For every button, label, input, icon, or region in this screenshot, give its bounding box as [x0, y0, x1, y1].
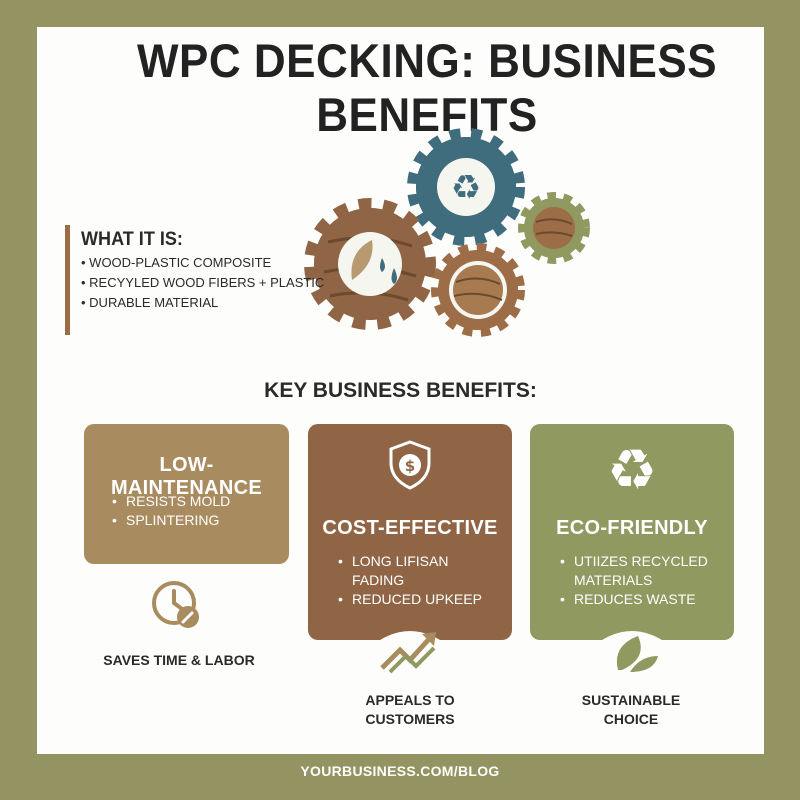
what-it-is-item: WOOD-PLASTIC COMPOSITE [81, 255, 324, 270]
footer-url: YOURBUSINESS.COM/BLOG [300, 763, 500, 779]
clock-wrench-icon [152, 581, 199, 628]
benefit-card-eco-friendly: ♻ ECO-FRIENDLY UTIIZES RECYCLED MATERIAL… [530, 424, 734, 640]
benefit-caption: APPEALS TO CUSTOMERS [365, 692, 455, 727]
green-gear-icon [518, 192, 590, 264]
benefit-list: RESISTS MOLD SPLINTERING [112, 492, 230, 530]
benefit-item: REDUCES WASTE [560, 590, 725, 609]
what-it-is-accent-bar [65, 225, 70, 335]
trend-arrows-icon [360, 631, 460, 678]
benefit-card-cost-effective: $ COST-EFFECTIVE LONG LIFISAN FADING RED… [308, 424, 512, 640]
svg-text:♻: ♻ [607, 439, 657, 497]
wood-gear-small-icon [431, 243, 525, 337]
benefit-item: UTIIZES RECYCLED MATERIALS [560, 552, 725, 590]
page-title: WPC DECKING: BUSINESS BENEFITS [136, 34, 718, 142]
key-benefits-heading: KEY BUSINESS BENEFITS: [264, 379, 537, 402]
what-it-is-list: WOOD-PLASTIC COMPOSITE RECYYLED WOOD FIB… [81, 255, 324, 315]
benefit-title: ECO-FRIENDLY [556, 517, 708, 539]
benefit-title: COST-EFFECTIVE [322, 517, 498, 539]
benefit-caption: SUSTAINABLE CHOICE [581, 692, 681, 727]
benefit-list: LONG LIFISAN FADING REDUCED UPKEEP [338, 552, 498, 609]
benefit-item: SPLINTERING [112, 511, 230, 530]
recycle-icon: ♻ [607, 439, 657, 497]
benefit-card-low-maintenance: LOW-MAINTENANCE RESISTS MOLD SPLINTERING [84, 424, 289, 564]
what-it-is-item: RECYYLED WOOD FIBERS + PLASTIC [81, 275, 324, 290]
svg-text:♻: ♻ [451, 168, 481, 208]
gears-illustration: ♻ [304, 128, 590, 337]
wood-gear-large-icon [304, 198, 436, 330]
infographic-card: WPC DECKING: BUSINESS BENEFITS ♻ [37, 27, 764, 754]
benefit-list: UTIIZES RECYCLED MATERIALS REDUCES WASTE [560, 552, 725, 609]
svg-text:$: $ [405, 457, 415, 475]
what-it-is-item: DURABLE MATERIAL [81, 295, 324, 310]
benefit-item: REDUCED UPKEEP [338, 590, 498, 609]
teal-gear-icon: ♻ [407, 128, 525, 246]
what-it-is-heading: WHAT IT IS: [81, 229, 183, 250]
benefit-item: LONG LIFISAN FADING [338, 552, 498, 590]
shield-dollar-icon: $ [389, 440, 431, 490]
benefit-caption: SAVES TIME & LABOR [103, 652, 255, 668]
leaf-icon [582, 631, 682, 678]
benefit-item: RESISTS MOLD [112, 492, 230, 511]
